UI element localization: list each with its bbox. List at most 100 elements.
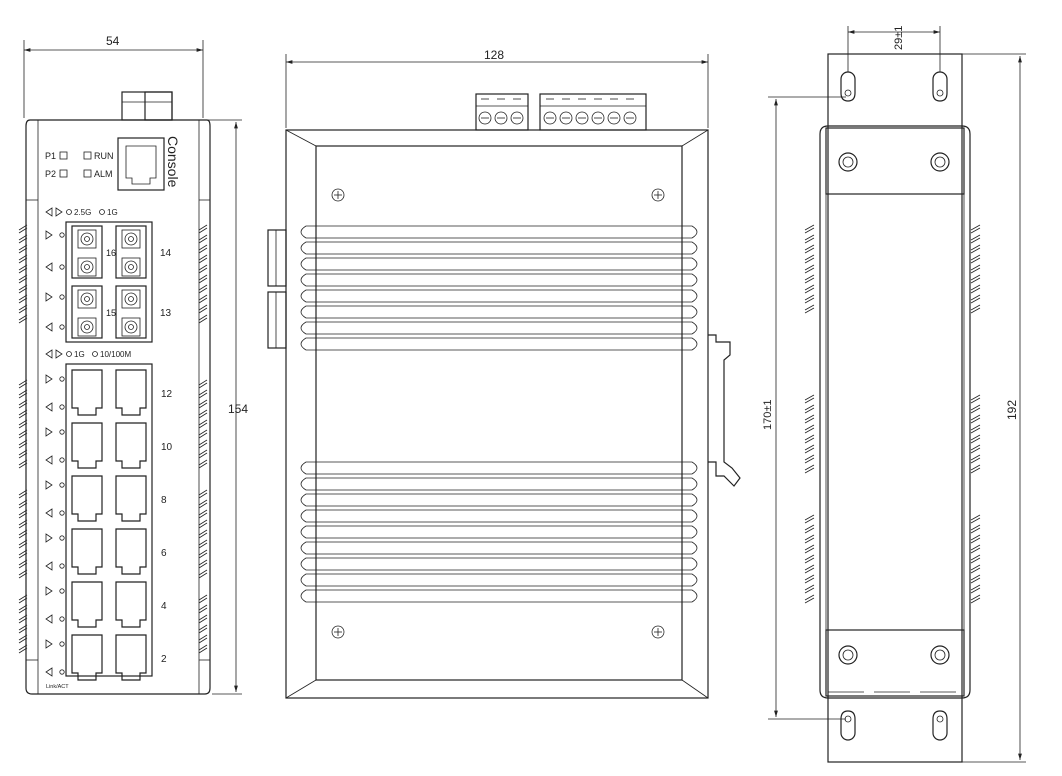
rj45-act-arrow xyxy=(45,402,53,412)
vent-groove xyxy=(198,247,208,254)
rj45-led xyxy=(59,588,65,594)
sfp-lens-ring xyxy=(80,260,94,274)
vent-groove xyxy=(198,539,208,546)
rj45-port xyxy=(71,422,103,469)
vent-groove xyxy=(198,237,208,244)
rj45-link-arrow xyxy=(45,533,53,543)
vent-groove xyxy=(18,529,28,536)
vent-groove xyxy=(198,402,208,409)
led-p1-label: P1 xyxy=(45,151,56,161)
vent-groove xyxy=(198,422,208,429)
vent-groove xyxy=(804,274,815,281)
sfp-lens-core xyxy=(84,324,90,330)
vent-groove xyxy=(804,574,815,581)
vent-groove xyxy=(198,379,208,386)
front-view: P1 P2 RUN ALM Console 2.5G 1G 16 15 14 1… xyxy=(18,34,248,695)
sfp-lens xyxy=(77,317,97,337)
vent-groove xyxy=(18,449,28,456)
vent-groove xyxy=(198,227,208,234)
heat-sink-fin xyxy=(300,493,698,507)
vent-groove xyxy=(18,379,28,386)
vent-groove xyxy=(18,442,28,449)
sfp-lens-ring xyxy=(80,292,94,306)
vent-groove xyxy=(970,557,981,564)
rj45-port xyxy=(71,581,103,628)
vent-groove xyxy=(198,634,208,641)
vent-groove xyxy=(198,389,208,396)
vent-groove xyxy=(970,404,981,411)
vent-groove xyxy=(970,304,981,311)
heat-sink-fin xyxy=(300,541,698,555)
vent-groove xyxy=(18,542,28,549)
vent-groove xyxy=(198,399,208,406)
side-screw xyxy=(331,625,345,639)
vent-groove xyxy=(970,527,981,534)
vent-groove xyxy=(18,277,28,284)
vent-groove xyxy=(18,502,28,509)
vent-groove xyxy=(18,439,28,446)
rj45-port-label: 10 xyxy=(161,442,173,453)
console-label: Console xyxy=(165,136,181,188)
vent-groove xyxy=(804,284,815,291)
sfp-lens-core xyxy=(84,236,90,242)
vent-groove xyxy=(804,254,815,261)
heat-sink-fin xyxy=(300,273,698,287)
vent-groove xyxy=(970,244,981,251)
rj45-port-label: 6 xyxy=(161,548,167,559)
terminal-screws xyxy=(478,98,637,125)
rj45-ports xyxy=(71,369,147,681)
bottom-left-keyhole xyxy=(840,710,856,741)
vent-groove xyxy=(804,247,815,254)
sfp-indicators xyxy=(45,230,65,332)
vent-groove xyxy=(198,442,208,449)
vent-groove xyxy=(804,567,815,574)
bottom-right-keyhole xyxy=(932,710,948,741)
vent-groove xyxy=(970,227,981,234)
vent-groove xyxy=(970,284,981,291)
terminal-screw xyxy=(607,111,621,125)
sfp-port xyxy=(115,225,147,279)
vent-groove xyxy=(970,297,981,304)
vent-groove xyxy=(804,244,815,251)
side-screw xyxy=(331,188,345,202)
vent-groove xyxy=(18,604,28,611)
vent-groove xyxy=(198,644,208,651)
vent-groove xyxy=(970,524,981,531)
rj45-port xyxy=(115,422,147,469)
vent-groove xyxy=(198,594,208,601)
sfp-port-14-label: 14 xyxy=(160,248,172,259)
vent-groove xyxy=(970,554,981,561)
rj45-port-labels: 12 10 8 6 4 2 xyxy=(161,389,173,665)
rj45-port-label: 4 xyxy=(161,601,167,612)
rj45-act-arrow xyxy=(45,561,53,571)
rj45-led xyxy=(59,563,65,569)
vent-groove xyxy=(970,237,981,244)
rj45-led xyxy=(59,376,65,382)
vent-groove xyxy=(804,577,815,584)
vent-groove xyxy=(970,564,981,571)
rj45-port xyxy=(71,634,103,681)
vent-groove xyxy=(970,574,981,581)
vent-groove xyxy=(198,392,208,399)
vent-groove xyxy=(804,304,815,311)
vent-groove xyxy=(804,557,815,564)
side-screws xyxy=(331,188,665,639)
vent-groove xyxy=(18,429,28,436)
terminal-screw xyxy=(591,111,605,125)
rj45-port xyxy=(115,634,147,681)
vent-groove xyxy=(804,307,815,314)
rj45-port xyxy=(71,475,103,522)
console-port xyxy=(117,137,165,191)
vent-groove xyxy=(804,457,815,464)
vent-groove xyxy=(804,447,815,454)
vent-groove xyxy=(18,452,28,459)
vent-groove xyxy=(198,287,208,294)
rj45-link-arrow xyxy=(45,480,53,490)
rj45-led xyxy=(59,510,65,516)
vent-groove xyxy=(18,244,28,251)
rj45-port-label: 8 xyxy=(161,495,167,506)
rj45-led xyxy=(59,404,65,410)
vent-groove xyxy=(18,644,28,651)
sfp-lens xyxy=(121,229,141,249)
vent-groove xyxy=(198,637,208,644)
